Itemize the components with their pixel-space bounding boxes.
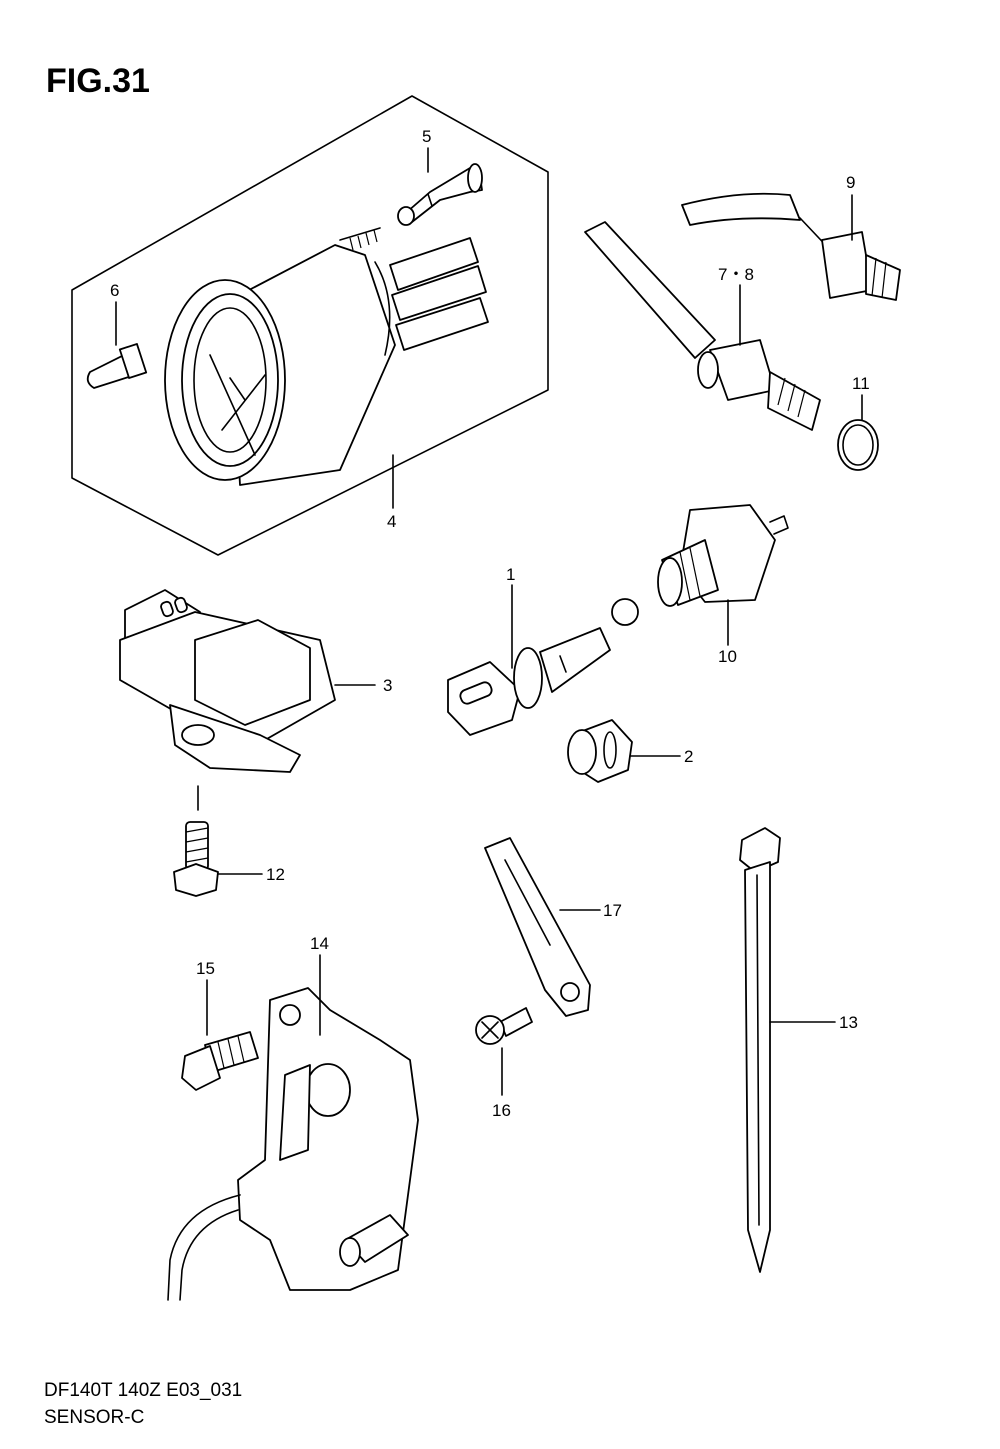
callout-5: 5 xyxy=(422,127,431,146)
callout-16: 16 xyxy=(492,1101,511,1120)
part-16-screw[interactable] xyxy=(475,1007,533,1045)
part-9-pressure-switch[interactable] xyxy=(681,192,901,301)
callout-3: 3 xyxy=(383,676,392,695)
part-14-throttle-sensor[interactable] xyxy=(167,987,419,1301)
callout-13: 13 xyxy=(839,1013,858,1032)
callout-7-8: 7・8 xyxy=(718,265,754,284)
gauge-group-box xyxy=(71,95,549,556)
part-1-sensor[interactable] xyxy=(447,598,639,736)
part-7-8-temp-sensor[interactable] xyxy=(584,221,821,431)
callout-1: 1 xyxy=(506,565,515,584)
callout-9: 9 xyxy=(846,173,855,192)
callout-2: 2 xyxy=(684,747,693,766)
callout-17: 17 xyxy=(603,901,622,920)
part-11-o-ring[interactable] xyxy=(837,419,879,471)
part-17-bracket[interactable] xyxy=(484,837,591,1017)
part-10-knock-sensor[interactable] xyxy=(657,504,789,607)
part-2-grommet[interactable] xyxy=(567,719,633,783)
part-6-bulb[interactable] xyxy=(86,343,148,389)
part-13-cable-tie[interactable] xyxy=(739,827,781,1273)
callout-10: 10 xyxy=(718,647,737,666)
figure-title: FIG.31 xyxy=(46,62,150,100)
callout-11: 11 xyxy=(852,374,870,393)
diagram-code: DF140T 140Z E03_031 xyxy=(44,1380,243,1401)
callout-15: 15 xyxy=(196,959,215,978)
part-15-bolt[interactable] xyxy=(181,1031,259,1091)
callout-12: 12 xyxy=(266,865,285,884)
part-5-bulb-socket[interactable] xyxy=(397,163,483,226)
callout-6: 6 xyxy=(110,281,119,300)
part-12-bolt[interactable] xyxy=(173,821,219,897)
part-4-gauge[interactable] xyxy=(164,227,489,486)
callout-4: 4 xyxy=(387,512,396,531)
part-3-map-sensor[interactable] xyxy=(119,589,336,773)
callout-14: 14 xyxy=(310,934,329,953)
diagram-name: SENSOR-C xyxy=(44,1407,145,1428)
